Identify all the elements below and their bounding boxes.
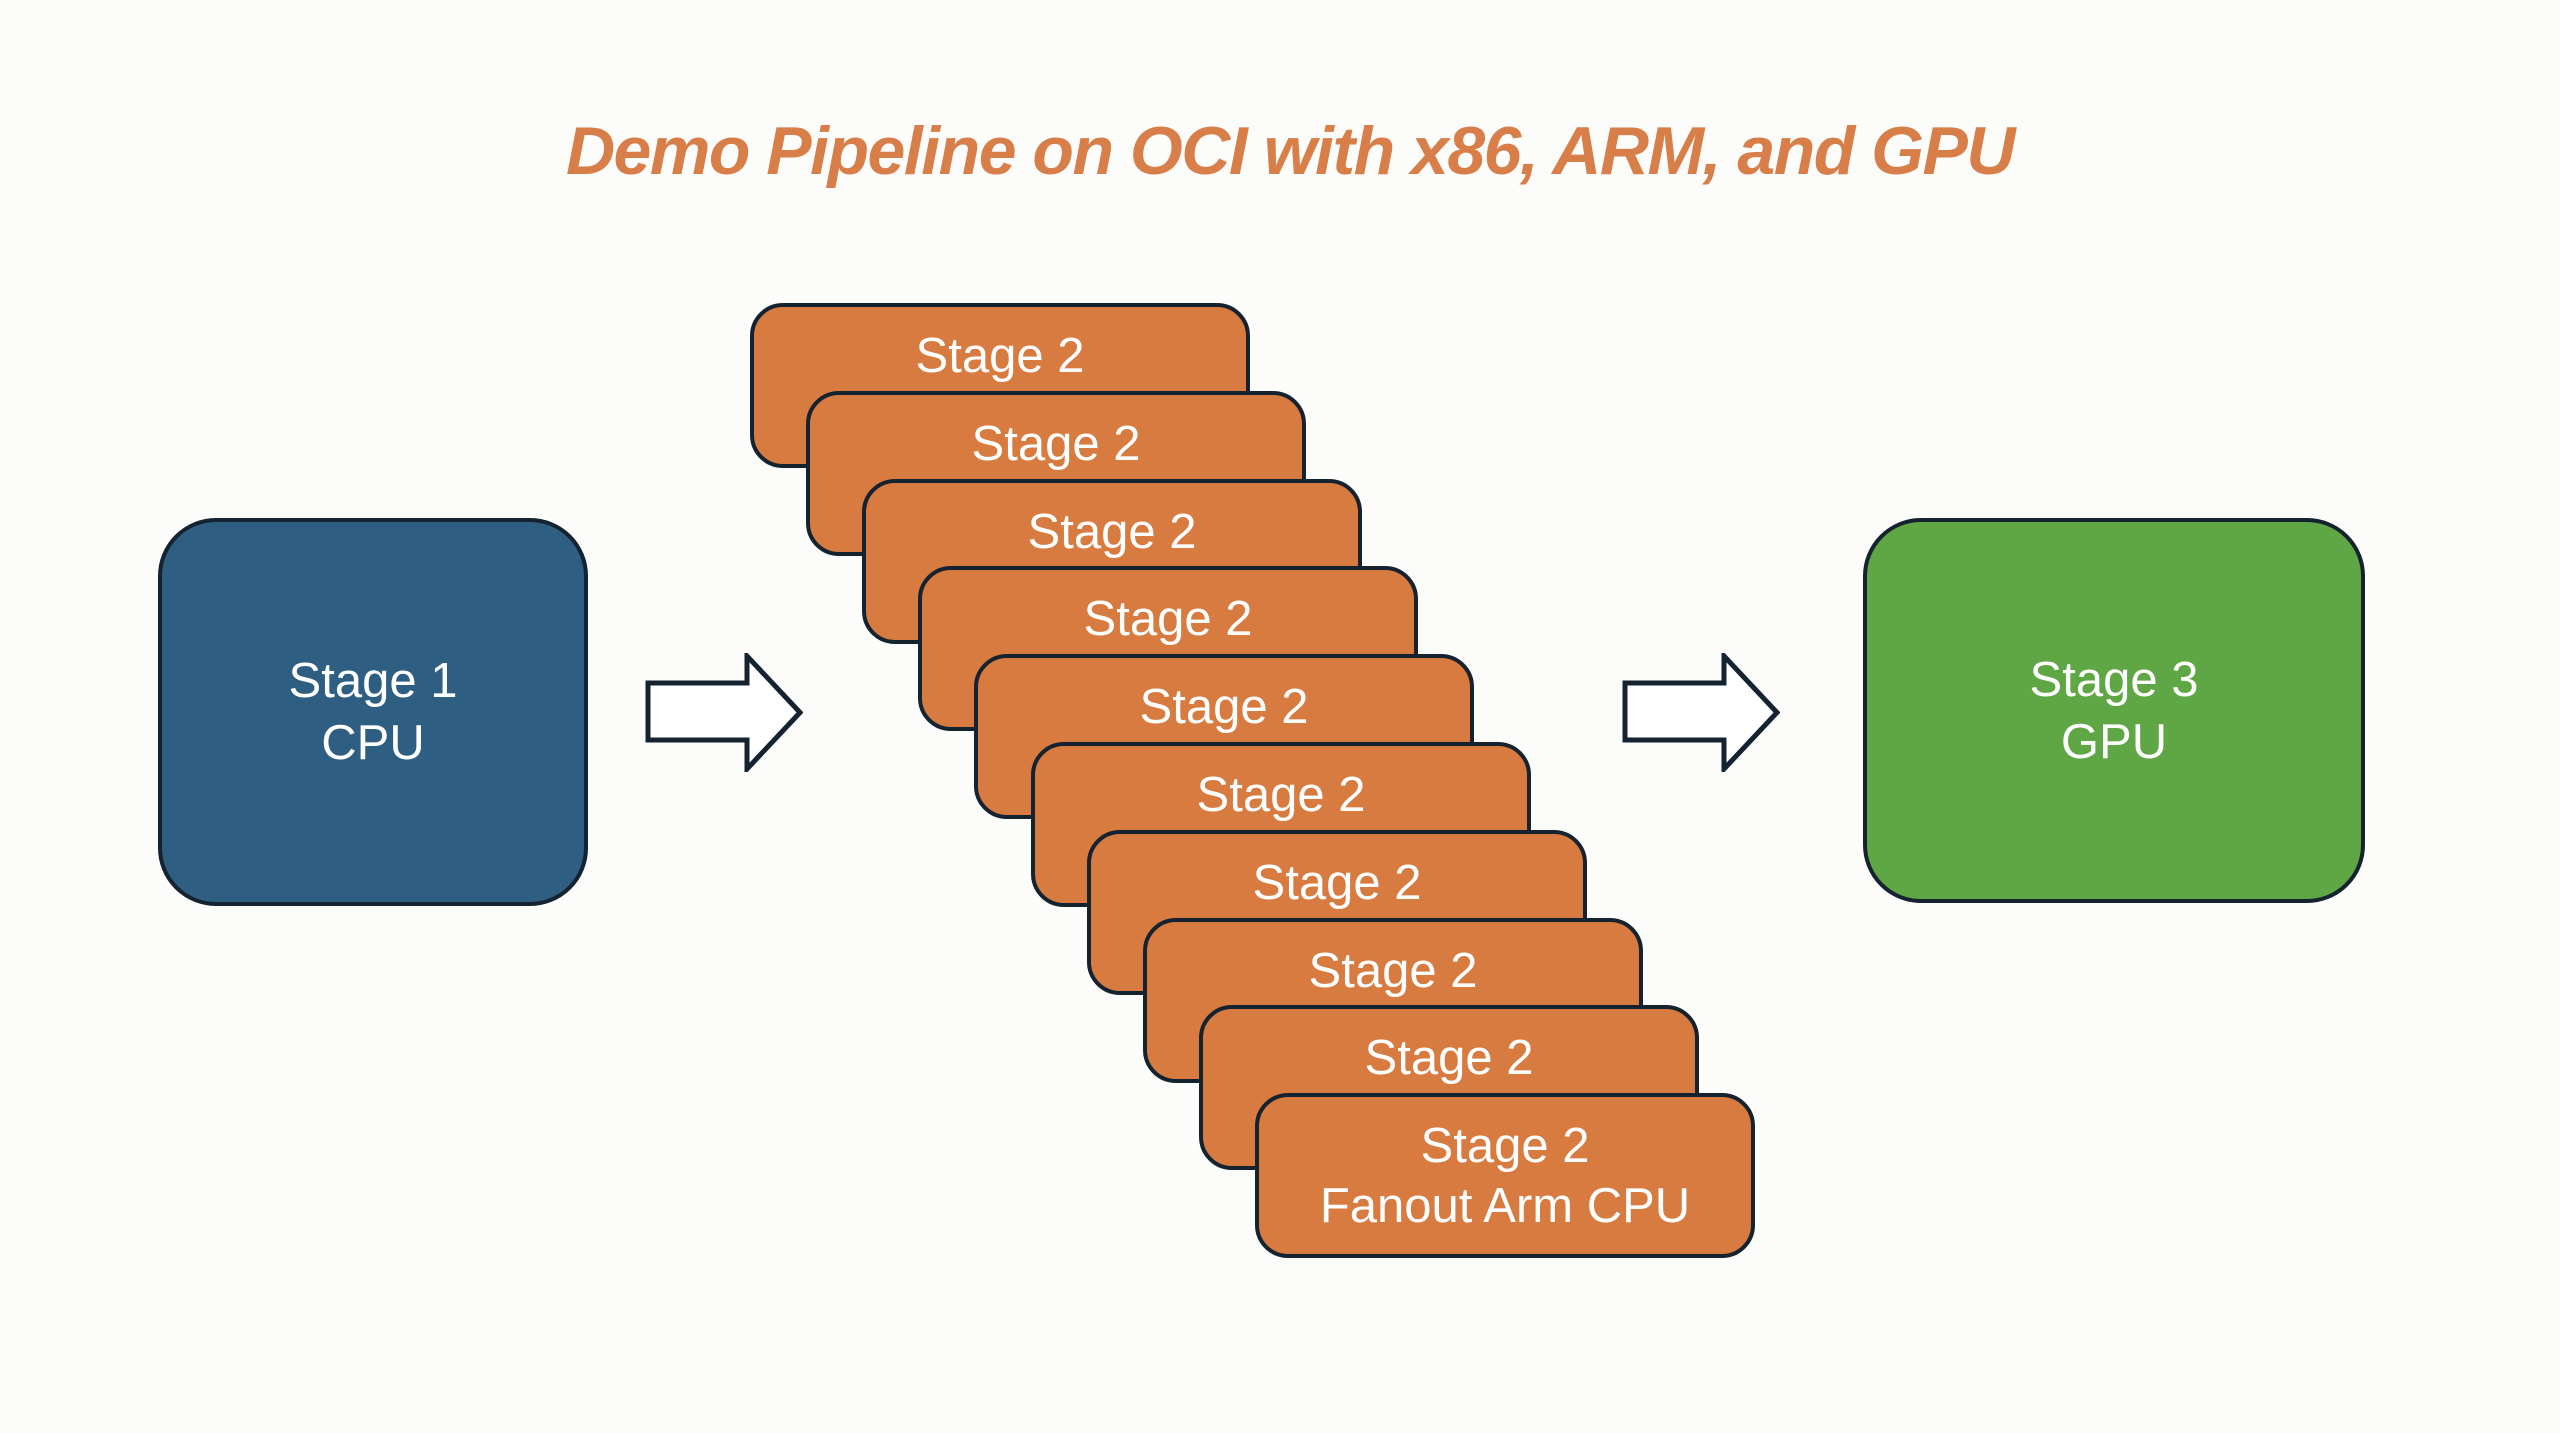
- stage2-box-label: Stage 2: [1420, 1119, 1590, 1173]
- stage2-box-label: Stage 2: [1196, 768, 1366, 822]
- stage2-box-label: Stage 2: [915, 329, 1085, 383]
- stage2-box-label: Stage 2: [1139, 680, 1309, 734]
- stage2-box-label: Stage 2: [1308, 944, 1478, 998]
- stage2-box-label: Stage 2: [1083, 592, 1253, 646]
- stage2-box-label: Stage 2: [1027, 505, 1197, 559]
- stage2-box-label: Stage 2: [1252, 856, 1422, 910]
- stage1-cpu-box: Stage 1 CPU: [158, 518, 588, 906]
- arrow-right-icon: [1622, 653, 1780, 772]
- stage2-box-label: Stage 2: [971, 417, 1141, 471]
- stage3-box-label: Stage 3: [2029, 652, 2199, 707]
- arrow-right-icon: [645, 653, 803, 772]
- stage2-fanout-box: Stage 2 Fanout Arm CPU: [1255, 1093, 1755, 1258]
- stage2-box-label: Fanout Arm CPU: [1319, 1179, 1691, 1233]
- diagram-title: Demo Pipeline on OCI with x86, ARM, and …: [565, 113, 2016, 189]
- stage3-gpu-box: Stage 3 GPU: [1863, 518, 2365, 903]
- stage1-box-sublabel: CPU: [321, 716, 425, 770]
- stage1-box-label: Stage 1: [288, 654, 458, 708]
- stage2-box-label: Stage 2: [1364, 1031, 1534, 1085]
- stage3-box-sublabel: GPU: [2060, 714, 2168, 769]
